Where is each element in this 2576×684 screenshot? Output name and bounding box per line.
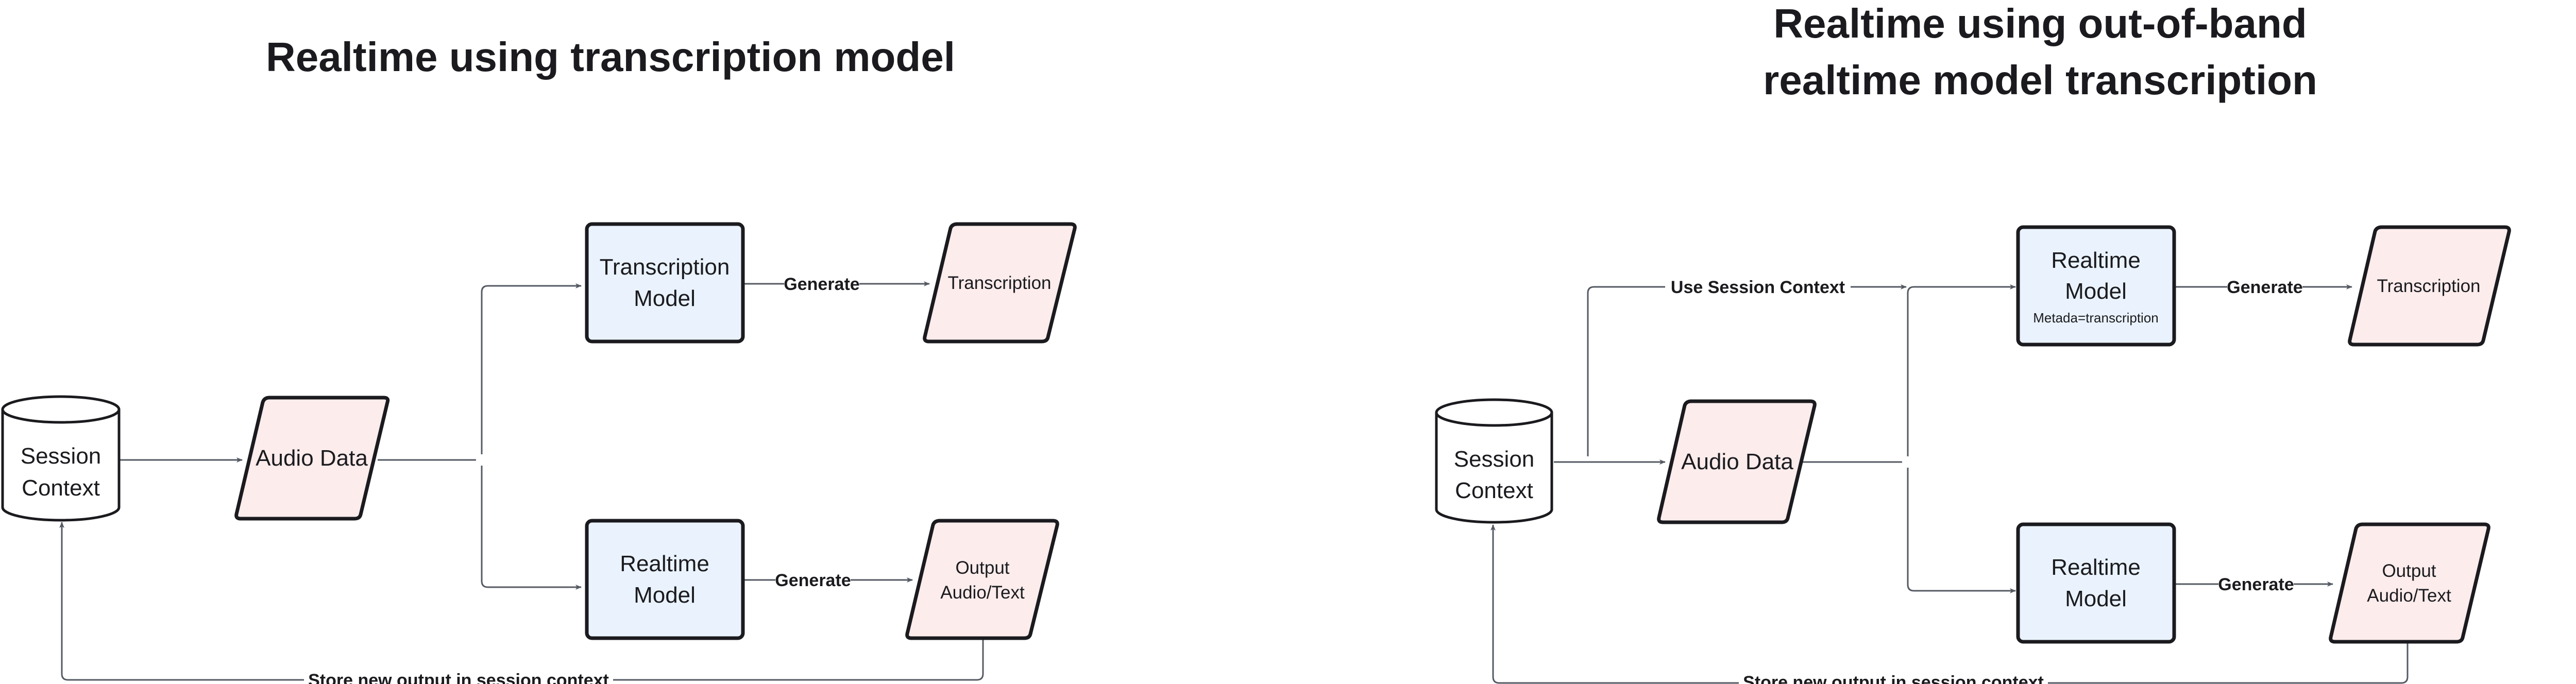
right-session-context-node: Session Context xyxy=(1435,398,1553,524)
right-transcription-output-node: Transcription xyxy=(2348,225,2511,347)
right-realtime-model-node: Realtime Model xyxy=(2016,522,2176,644)
right-connectors xyxy=(1490,284,2409,684)
right-diagram-title-line-1: Realtime using out-of-band xyxy=(1773,1,2307,46)
right-diagram: Realtime using out-of-band realtime mode… xyxy=(1435,1,2511,684)
right-edge-label-generate-top: Generate xyxy=(2227,278,2302,297)
left-connector-store-loop xyxy=(59,522,984,681)
right-audio-data-label: Audio Data xyxy=(1681,449,1793,474)
left-transcription-model-label-1: Transcription xyxy=(600,254,730,280)
right-edge-labels: Use Session Context Generate Generate St… xyxy=(1665,276,2303,684)
right-diagram-title-line-2: realtime model transcription xyxy=(1763,57,2317,103)
right-connector-to-realtime-model-meta xyxy=(1907,284,2016,456)
right-realtime-model-meta-label-2: Model xyxy=(2065,279,2127,304)
right-edge-label-store: Store new output in session context xyxy=(1743,673,2044,684)
left-audio-data-label: Audio Data xyxy=(256,446,368,471)
left-transcription-output-node: Transcription xyxy=(923,222,1077,344)
left-transcription-model-label-2: Model xyxy=(634,286,696,311)
left-edge-label-generate-top: Generate xyxy=(784,275,859,294)
right-realtime-model-meta-note: Metada=transcription xyxy=(2033,310,2159,326)
right-connector-use-session-context xyxy=(1587,284,1907,456)
left-realtime-model-node: Realtime Model xyxy=(585,519,745,640)
right-output-audio-text-node: Output Audio/Text xyxy=(2329,522,2490,644)
right-transcription-output-label: Transcription xyxy=(2377,276,2481,296)
left-realtime-model-label-2: Model xyxy=(634,583,696,608)
left-diagram: Realtime using transcription model Gener… xyxy=(1,34,1077,684)
right-output-audio-text-label-2: Audio/Text xyxy=(2367,586,2451,606)
left-transcription-model-node: Transcription Model xyxy=(585,222,745,344)
right-realtime-model-label-1: Realtime xyxy=(2051,555,2141,580)
left-connector-to-transcription-model xyxy=(481,283,582,454)
left-connector-to-realtime-model xyxy=(481,466,582,590)
right-output-audio-text-label-1: Output xyxy=(2382,561,2436,581)
left-realtime-model-label-1: Realtime xyxy=(620,551,709,576)
right-session-context-label-2: Context xyxy=(1455,478,1533,503)
right-edge-label-use-context: Use Session Context xyxy=(1671,278,1845,297)
right-realtime-model-label-2: Model xyxy=(2065,586,2127,611)
right-realtime-model-meta-label-1: Realtime xyxy=(2051,248,2141,273)
left-output-audio-text-label-2: Audio/Text xyxy=(940,583,1025,603)
left-output-audio-text-node: Output Audio/Text xyxy=(905,519,1059,640)
right-edge-label-generate-bottom: Generate xyxy=(2218,575,2294,594)
left-session-context-label-1: Session xyxy=(21,443,101,469)
right-connector-to-realtime-model xyxy=(1907,468,2016,593)
left-session-context-node: Session Context xyxy=(1,395,121,522)
left-edge-label-generate-bottom: Generate xyxy=(775,571,851,590)
left-transcription-output-label: Transcription xyxy=(948,273,1052,293)
left-connectors xyxy=(59,281,984,681)
left-edge-label-store: Store new output in session context xyxy=(308,671,609,684)
right-session-context-label-1: Session xyxy=(1454,447,1535,472)
left-output-audio-text-label-1: Output xyxy=(955,558,1009,578)
right-audio-data-node: Audio Data xyxy=(1657,399,1817,524)
left-session-context-label-2: Context xyxy=(22,475,100,501)
right-realtime-model-meta-node: Realtime Model Metada=transcription xyxy=(2016,225,2176,347)
right-connector-store-loop xyxy=(1490,524,2409,684)
left-edge-labels: Generate Generate Store new output in se… xyxy=(304,273,860,684)
left-diagram-title: Realtime using transcription model xyxy=(266,34,955,80)
left-audio-data-node: Audio Data xyxy=(234,396,390,521)
